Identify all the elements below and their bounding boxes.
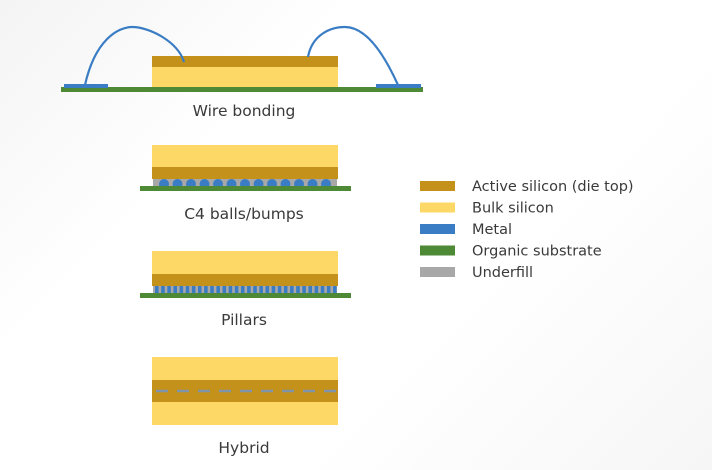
legend-label: Organic substrate	[472, 244, 602, 260]
copper-pillar	[234, 286, 239, 293]
c4-diagram: C4 balls/bumps	[140, 145, 351, 223]
diagram-label: Wire bonding	[193, 102, 296, 120]
legend-swatch-active-silicon	[420, 181, 455, 191]
metal-pad-left	[64, 84, 108, 88]
underfill	[153, 286, 337, 293]
copper-pillar	[277, 286, 282, 293]
bond-wire-left	[83, 25, 186, 86]
diagram-label: C4 balls/bumps	[184, 205, 304, 223]
copper-pillar	[191, 286, 196, 293]
copper-pillar	[161, 286, 165, 293]
copper-pillar	[197, 286, 202, 293]
bulk-silicon	[152, 66, 338, 87]
diagram-label: Pillars	[221, 311, 267, 329]
active-silicon	[152, 167, 338, 179]
copper-pillar	[290, 286, 294, 293]
copper-pillar	[326, 286, 331, 293]
copper-pillar	[283, 286, 288, 293]
bulk-silicon-bottom	[152, 402, 338, 425]
legend-swatch-organic-substrate	[420, 245, 455, 256]
copper-pillar	[259, 286, 263, 293]
wire-bonding-diagram: Wire bonding	[61, 25, 423, 120]
substrate	[140, 186, 351, 191]
bond-wire-right	[306, 25, 400, 86]
bulk-silicon	[152, 145, 338, 168]
copper-pillar	[173, 286, 178, 293]
copper-pillar	[308, 286, 313, 293]
copper-pillar	[253, 286, 257, 293]
copper-pillar	[302, 286, 306, 293]
copper-pillar	[210, 286, 214, 293]
bulk-silicon-top	[152, 357, 338, 381]
legend-label: Bulk silicon	[472, 201, 554, 217]
active-silicon	[152, 56, 338, 67]
copper-pillar	[247, 286, 251, 293]
legend-swatch-bulk-silicon	[420, 202, 455, 213]
copper-pillar	[333, 286, 337, 293]
hybrid-diagram: Hybrid	[152, 357, 338, 457]
copper-pillar	[314, 286, 319, 293]
copper-pillar	[204, 286, 208, 293]
copper-pillar	[216, 286, 220, 293]
copper-pillar	[185, 286, 190, 293]
legend: Active silicon (die top) Bulk siliconMeta…	[420, 179, 634, 281]
diagram-label: Hybrid	[218, 439, 269, 457]
active-silicon	[152, 274, 338, 286]
bulk-silicon	[152, 251, 338, 275]
legend-label: Active silicon (die top)	[472, 179, 634, 195]
copper-pillar	[265, 286, 270, 293]
substrate	[61, 87, 423, 92]
substrate	[140, 293, 351, 298]
copper-pillar	[167, 286, 171, 293]
copper-pillar	[320, 286, 325, 293]
copper-pillar	[179, 286, 184, 293]
legend-swatch-metal	[420, 224, 455, 234]
legend-swatch-underfill	[420, 267, 455, 277]
copper-pillar	[222, 286, 227, 293]
legend-label: Underfill	[472, 265, 533, 281]
copper-pillar	[271, 286, 276, 293]
copper-pillars	[155, 286, 337, 293]
copper-pillar	[296, 286, 300, 293]
metal-pad-right	[376, 84, 421, 88]
pillars-diagram: Pillars	[140, 251, 351, 329]
legend-label: Metal	[472, 222, 512, 238]
copper-pillar	[155, 286, 159, 293]
copper-pillar	[228, 286, 233, 293]
copper-pillar	[240, 286, 245, 293]
